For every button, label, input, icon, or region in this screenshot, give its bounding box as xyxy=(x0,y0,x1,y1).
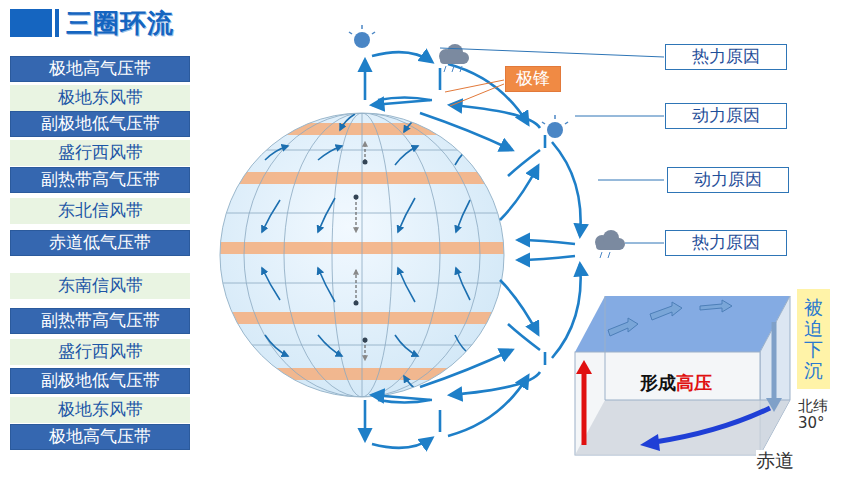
belt-box: 副极地低气压带 xyxy=(10,368,190,394)
cloud-icon xyxy=(439,44,625,258)
cause-box: 热力原因 xyxy=(665,230,787,256)
belt-name: 赤道低气压带 xyxy=(49,233,151,253)
belt-box: 极地东风带 xyxy=(10,397,190,423)
leader-line xyxy=(445,80,504,106)
callout-text: 极锋 xyxy=(516,69,550,89)
belt-box: 赤道低气压带 xyxy=(10,230,190,256)
front-label: 极锋 xyxy=(505,66,561,92)
belt-name: 盛行西风带 xyxy=(58,342,143,362)
globe xyxy=(210,110,520,400)
belt-box: 副极地低气压带 xyxy=(10,111,190,137)
cause-box: 动力原因 xyxy=(665,103,787,129)
latitude-label: 北纬 30° xyxy=(798,398,832,433)
callout-text: 动力原因 xyxy=(692,106,760,126)
cause-box: 动力原因 xyxy=(667,167,789,193)
cause-box: 热力原因 xyxy=(665,44,787,70)
title: 三圈环流 xyxy=(66,6,174,41)
belt-box: 盛行西风带 xyxy=(10,339,190,365)
callout-text: 动力原因 xyxy=(694,170,762,190)
circulation-cells xyxy=(365,52,581,244)
belt-name: 东北信风带 xyxy=(58,201,143,221)
belt-name: 东南信风带 xyxy=(58,276,143,296)
title-bar xyxy=(55,9,59,37)
title-bar xyxy=(10,9,52,37)
belt-box: 极地高气压带 xyxy=(10,424,190,450)
belt-box: 东北信风带 xyxy=(10,198,190,224)
belt-name: 副热带高气压带 xyxy=(41,170,160,190)
latitude-label: 赤道 xyxy=(756,450,794,472)
belt-box: 东南信风带 xyxy=(10,273,190,299)
inset-caption: 高压 xyxy=(676,373,712,394)
belt-name: 盛行西风带 xyxy=(58,143,143,163)
belt-name: 极地东风带 xyxy=(58,88,143,108)
belt-box: 副热带高气压带 xyxy=(10,308,190,334)
belt-box: 盛行西风带 xyxy=(10,140,190,166)
leader-line xyxy=(440,48,664,243)
inset-box xyxy=(575,296,790,455)
belt-name: 极地东风带 xyxy=(58,400,143,420)
belt-box: 极地东风带 xyxy=(10,85,190,111)
sun-icon xyxy=(349,25,568,138)
belt-name: 副极地低气压带 xyxy=(41,371,160,391)
callout-text: 热力原因 xyxy=(692,233,760,253)
belt-name: 极地高气压带 xyxy=(49,427,151,447)
belt-box: 副热带高气压带 xyxy=(10,167,190,193)
callout-text: 被迫下沉 xyxy=(804,297,823,381)
belt-name: 副热带高气压带 xyxy=(41,311,160,331)
note-box: 被迫下沉 xyxy=(797,289,830,389)
belt-name: 副极地低气压带 xyxy=(41,114,160,134)
belt-name: 极地高气压带 xyxy=(49,59,151,79)
belt-box: 极地高气压带 xyxy=(10,56,190,82)
inset-caption: 形成 xyxy=(640,373,676,394)
callout-text: 热力原因 xyxy=(692,47,760,67)
